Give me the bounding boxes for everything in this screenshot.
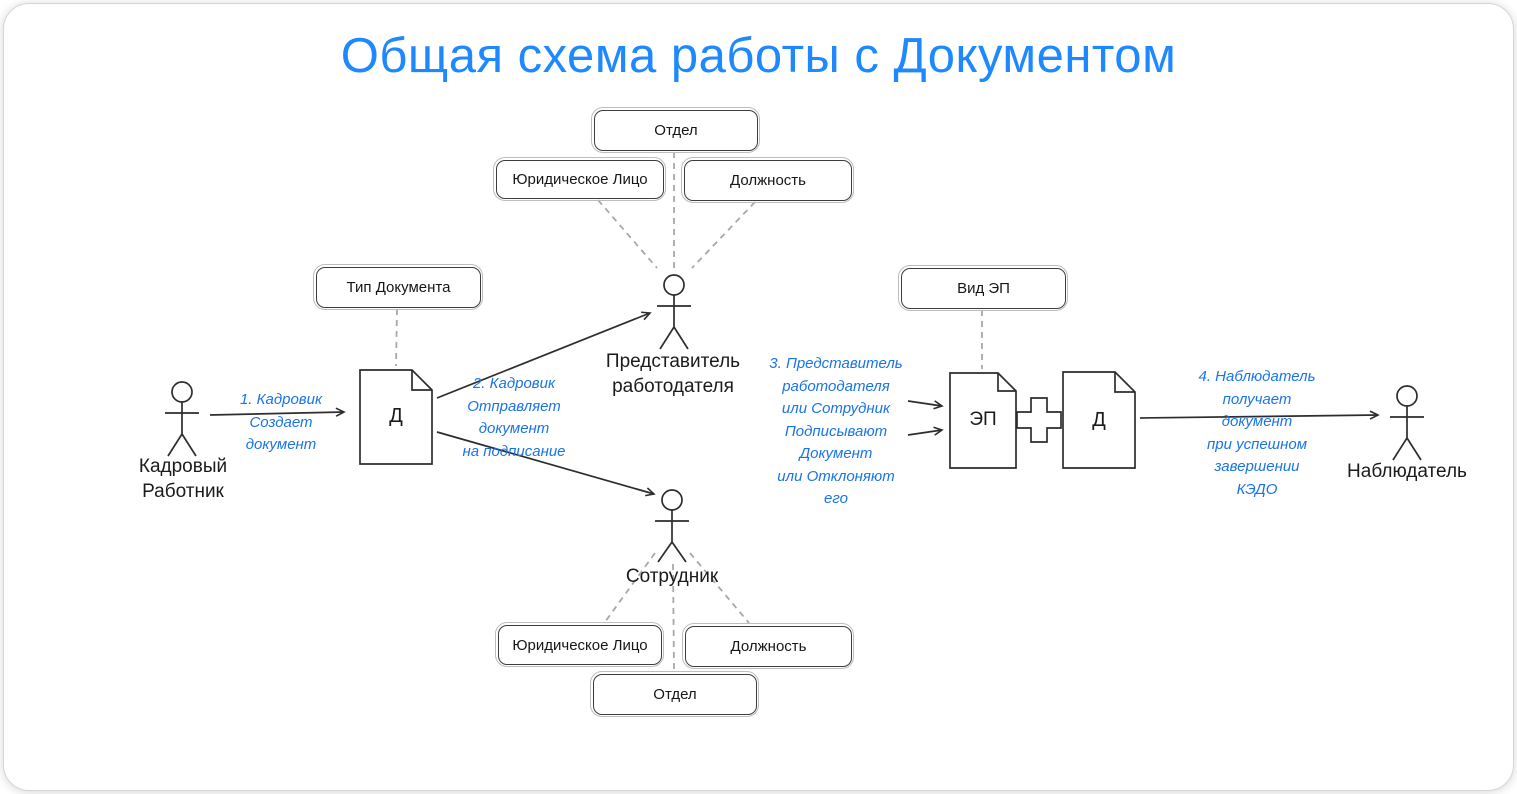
annotation-step3: 3. Представитель работодателя или Сотруд…: [769, 355, 903, 507]
box-position-bottom: Должность: [682, 623, 854, 669]
document-left-label: Д: [389, 405, 403, 427]
actor-employer-representative-label: Представитель работодателя: [605, 351, 741, 398]
link-employee-to-legal-entity-bottom: [604, 552, 656, 623]
diagram-title: Общая схема работы с Документом: [340, 29, 1177, 83]
link-position-top-to-representative: [691, 201, 756, 269]
diagram-lines-layer: [165, 152, 1424, 672]
annotation-step4: 4. Наблюдатель получает документ при усп…: [1198, 368, 1316, 498]
box-legal-entity-bottom: Юридическое Лицо: [495, 622, 664, 667]
arrow-doc-to-representative: [436, 311, 652, 399]
box-position-top: Должность: [681, 157, 854, 203]
actor-employer-representative-figure: [657, 274, 691, 350]
actor-observer-figure: [1390, 385, 1424, 461]
actor-employee-label: Сотрудник: [625, 566, 719, 587]
link-employee-to-otdel-bottom: [672, 563, 675, 672]
arrow-step1-create-doc: [209, 407, 346, 417]
actor-observer-label: Наблюдатель: [1347, 461, 1467, 482]
dashed-links: [395, 152, 983, 672]
actor-employee-figure: [655, 489, 689, 563]
annotation-step1: 1. Кадровик Создает документ: [239, 391, 323, 453]
signature-document-shape: [949, 372, 1017, 469]
box-document-type: Тип Документа: [313, 264, 483, 310]
arrow-doc-to-employee: [436, 431, 656, 497]
arrow-sign-top: [907, 400, 944, 410]
signature-document-fold: [997, 373, 1016, 392]
arrow-step4-to-observer: [1139, 410, 1380, 420]
box-otdel-bottom: Отдел: [590, 671, 759, 717]
document-left-fold: [411, 370, 432, 391]
annotation-step2: 2. Кадровик Отправляет документ на подпи…: [462, 375, 566, 460]
flow-arrows: [209, 311, 1380, 497]
document-right-label: Д: [1092, 409, 1106, 431]
link-document-type-to-doc: [395, 308, 398, 367]
box-otdel-top: Отдел: [591, 107, 760, 153]
box-signature-kind: Вид ЭП: [898, 265, 1068, 311]
box-legal-entity-top: Юридическое Лицо: [493, 157, 666, 201]
diagram-canvas: Общая схема работы с Документом Отдел Юр…: [3, 3, 1514, 791]
link-legal-entity-top-to-representative: [597, 199, 658, 269]
actor-hr-worker-figure: [165, 381, 199, 457]
actor-hr-worker-label: Кадровый Работник: [138, 456, 228, 503]
document-left-shape: [359, 369, 433, 465]
link-employee-to-position-bottom: [689, 552, 750, 624]
arrow-sign-bottom: [907, 426, 944, 436]
document-right-fold: [1114, 372, 1135, 393]
plus-icon: [1016, 397, 1062, 443]
document-right-shape: [1062, 371, 1136, 469]
signature-document-label: ЭП: [969, 409, 997, 430]
